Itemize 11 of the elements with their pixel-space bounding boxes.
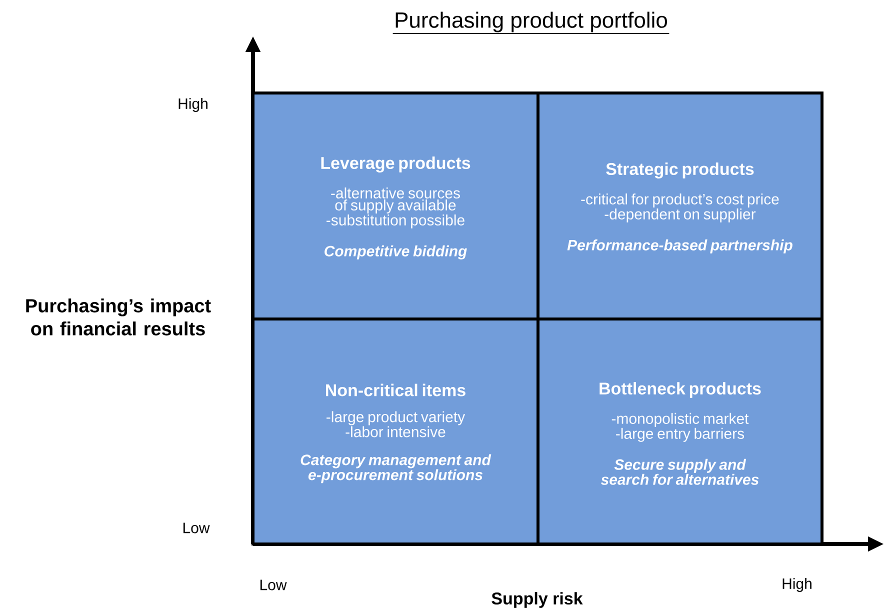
- axis-title: Purchasing’s impact on financial results: [26, 298, 211, 336]
- axis-label: Low: [260, 580, 287, 590]
- axis-label: Low: [183, 522, 210, 534]
- quadrant-box: Bottleneck products -monopolistic market -large entry barriers Secure supply and search for alternatives: [536, 317, 824, 546]
- quadrant-box: Strategic products -critical for product’s cost price -dependent on supplier Performance-based partnership: [536, 91, 824, 320]
- title: Purchasing product portfolio: [392, 12, 670, 34]
- axis-label: High: [178, 98, 208, 112]
- quadrant-box: Non-critical items -large product variety -labor intensive Category management and e-procurement solutions: [252, 317, 540, 546]
- axis-title: Supply risk: [492, 592, 583, 608]
- axis-label: High: [782, 578, 812, 592]
- quadrant-box: Leverage products -alternative sources of supply available -substitution possible Competitive bidding: [252, 91, 540, 320]
